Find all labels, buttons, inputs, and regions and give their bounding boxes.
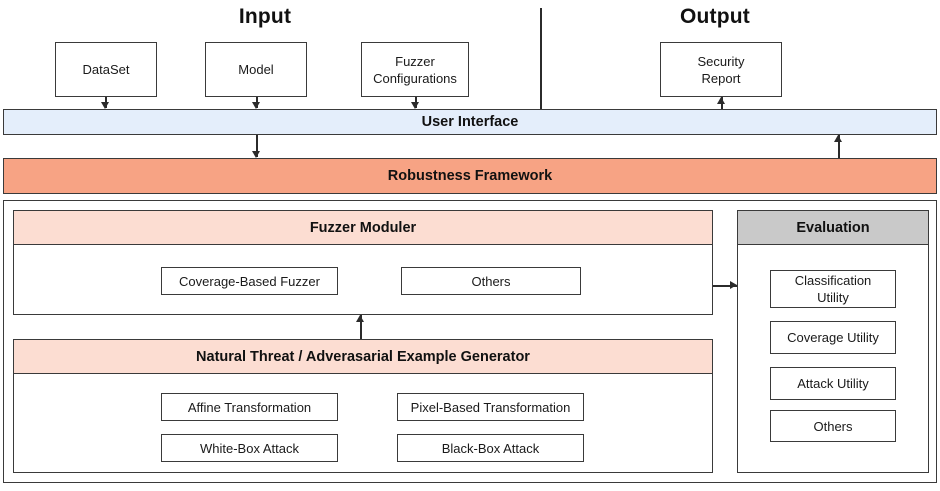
connector-dataset-to-ui-arrowhead (101, 102, 109, 109)
connector-ui-to-rf-arrowhead (252, 151, 260, 158)
output-box-security-report[interactable]: Security Report (660, 42, 782, 97)
input-box-dataset[interactable]: DataSet (55, 42, 157, 97)
connector-rf-to-ui-arrowhead (834, 135, 842, 142)
input-box-fuzzer-configurations[interactable]: Fuzzer Configurations (361, 42, 469, 97)
connector-fuzzer-to-evaluation-arrowhead (730, 281, 737, 289)
generator-item-affine-transformation[interactable]: Affine Transformation (161, 393, 338, 421)
fuzzer-item-others[interactable]: Others (401, 267, 581, 295)
evaluation-header: Evaluation (738, 211, 928, 245)
generator-header: Natural Threat / Adverasarial Example Ge… (14, 340, 712, 374)
fuzzer-moduler-panel: Fuzzer Moduler (13, 210, 713, 315)
connector-model-to-ui-arrowhead (252, 102, 260, 109)
robustness-framework-banner[interactable]: Robustness Framework (3, 158, 937, 194)
connector-generator-to-fuzzer-line (360, 315, 362, 339)
evaluation-item-others[interactable]: Others (770, 410, 896, 442)
generator-item-pixel-based-transformation[interactable]: Pixel-Based Transformation (397, 393, 584, 421)
input-section-title: Input (238, 5, 292, 28)
user-interface-banner[interactable]: User Interface (3, 109, 937, 135)
connector-fuzzer-to-evaluation-line (713, 285, 737, 287)
generator-panel: Natural Threat / Adverasarial Example Ge… (13, 339, 713, 473)
fuzzer-moduler-header: Fuzzer Moduler (14, 211, 712, 245)
output-section-title: Output (679, 5, 750, 28)
connector-fuzzer-config-to-ui-arrowhead (411, 102, 419, 109)
fuzzer-item-coverage-based-fuzzer[interactable]: Coverage-Based Fuzzer (161, 267, 338, 295)
generator-item-white-box-attack[interactable]: White-Box Attack (161, 434, 338, 462)
generator-item-black-box-attack[interactable]: Black-Box Attack (397, 434, 584, 462)
connector-generator-to-fuzzer-arrowhead (356, 315, 364, 322)
evaluation-item-coverage-utility[interactable]: Coverage Utility (770, 321, 896, 354)
connector-ui-to-rf-line (256, 135, 258, 157)
input-box-model[interactable]: Model (205, 42, 307, 97)
connector-rf-to-ui-line (838, 135, 840, 158)
connector-ui-to-security-report-arrowhead (717, 97, 725, 104)
input-output-divider (540, 8, 542, 110)
evaluation-item-attack-utility[interactable]: Attack Utility (770, 367, 896, 400)
evaluation-item-classification-utility[interactable]: Classification Utility (770, 270, 896, 308)
